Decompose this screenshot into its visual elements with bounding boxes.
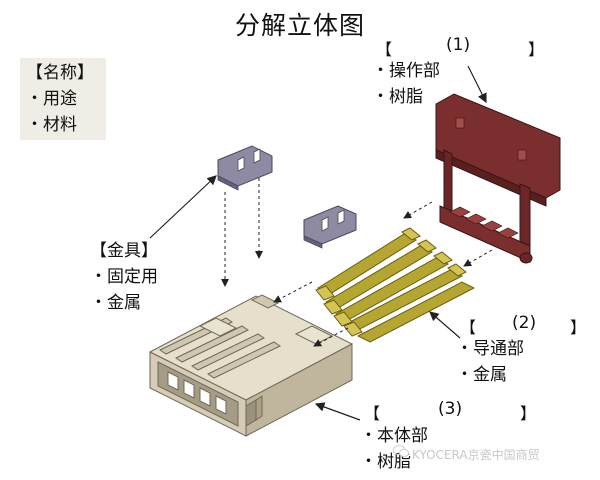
assembly-guides xyxy=(221,178,493,347)
part3-bracket-close: 】 xyxy=(520,404,537,423)
part3-material: ・树脂 xyxy=(360,452,411,472)
part2-number: (2) xyxy=(512,313,537,333)
leader-arrows xyxy=(149,65,487,421)
part1-number: (1) xyxy=(446,35,471,55)
metal-parts-material: ・金属 xyxy=(90,293,141,313)
part3-use: ・本体部 xyxy=(360,426,428,446)
wechat-icon xyxy=(393,445,409,458)
metal-parts-use: ・固定用 xyxy=(90,267,158,287)
metal-fixing-part-lower xyxy=(303,205,357,249)
watermark-text: KYOCERA京瓷中国商贸 xyxy=(412,448,540,462)
part1-operating-part xyxy=(435,93,561,264)
legend-use: ・用途 xyxy=(26,89,77,109)
metal-fixing-part-upper xyxy=(217,145,273,191)
part3-bracket-open: 【 xyxy=(364,404,381,423)
part1-bracket-close: 】 xyxy=(528,40,545,59)
part1-left-leg xyxy=(443,149,453,213)
diagram-title: 分解立体图 xyxy=(234,11,365,40)
part2-contacts xyxy=(315,227,476,343)
part1-use: ・操作部 xyxy=(372,61,440,81)
part1-material: ・树脂 xyxy=(372,87,423,107)
part2-material: ・金属 xyxy=(456,365,507,385)
part1-bracket-open: 【 xyxy=(376,40,393,59)
part3-main-body xyxy=(148,294,354,437)
part2-bracket-close: 】 xyxy=(570,318,587,337)
metal-parts-name: 【金具】 xyxy=(90,241,158,261)
legend-box: 【名称】 ・用途 ・材料 xyxy=(20,58,106,140)
legend-material: ・材料 xyxy=(26,115,77,135)
legend-name: 【名称】 xyxy=(26,63,94,83)
part2-use: ・导通部 xyxy=(456,339,524,359)
part2-bracket-open: 【 xyxy=(460,318,477,337)
part3-number: (3) xyxy=(438,399,463,419)
